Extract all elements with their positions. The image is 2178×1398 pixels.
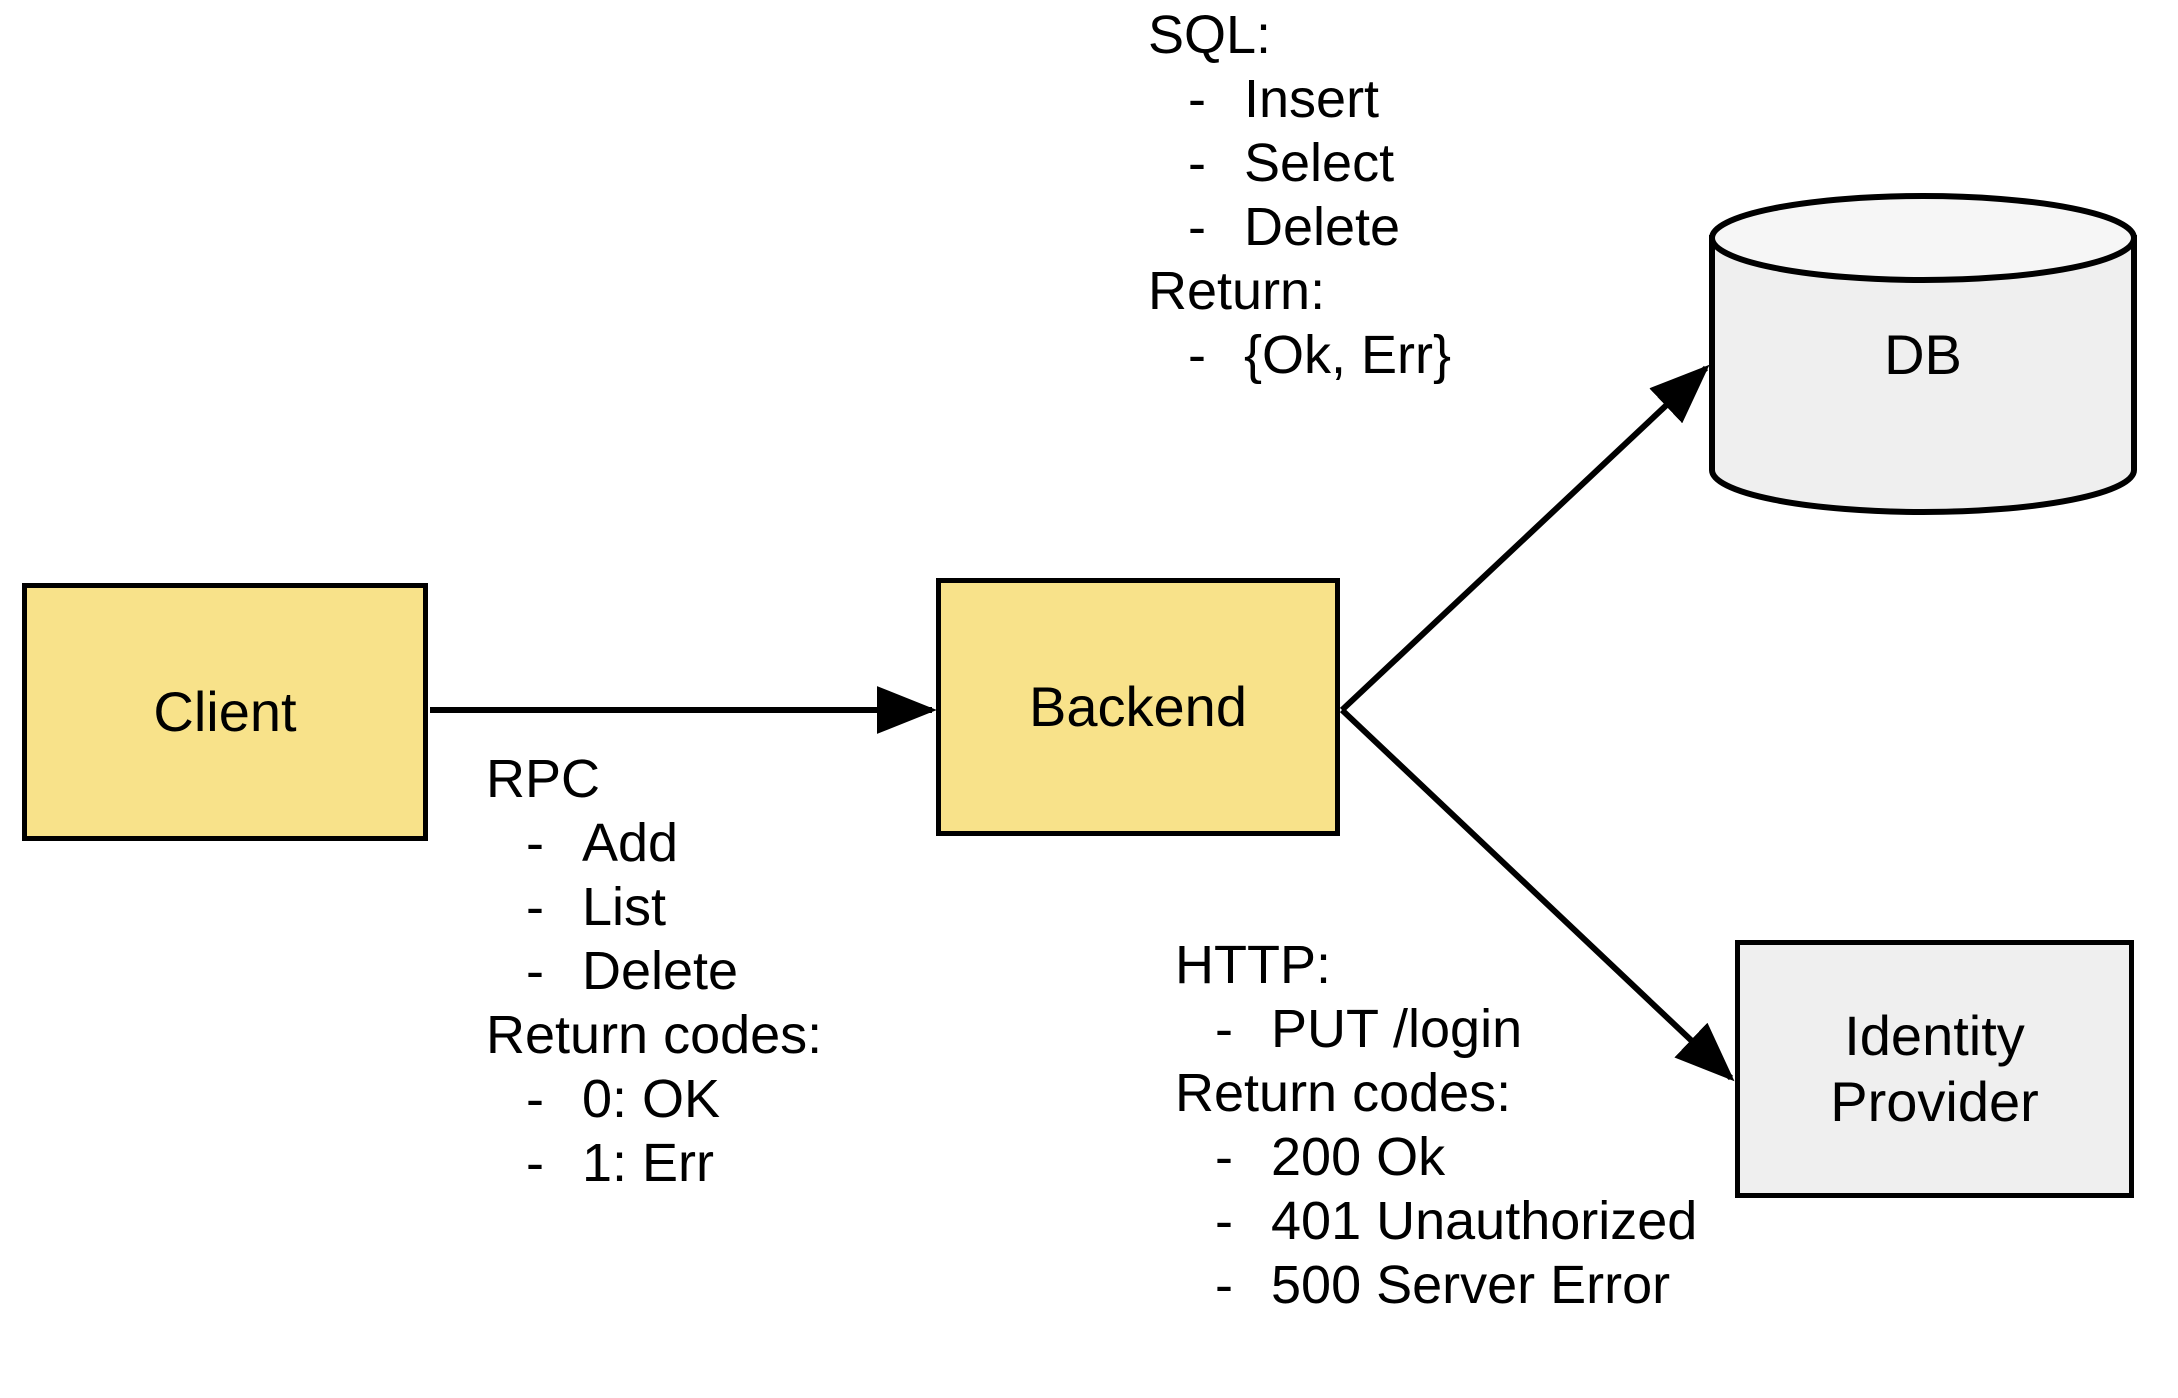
node-db-label: DB xyxy=(1884,322,1962,386)
annotation-rpc-heading: RPC xyxy=(486,749,601,809)
annotation-sql-item: -Insert xyxy=(1148,72,1451,126)
annotation-rpc-item: -Delete xyxy=(486,944,822,998)
annotation-http-return-item: -200 Ok xyxy=(1175,1130,1697,1184)
bullet-dash-icon: - xyxy=(1215,1191,1233,1251)
annotation-http-return-item-label: 500 Server Error xyxy=(1271,1255,1671,1315)
annotation-sql-return-item-label: {Ok, Err} xyxy=(1244,325,1452,385)
node-db[interactable]: DB xyxy=(1708,192,2138,516)
annotation-sql-item-label: Insert xyxy=(1244,69,1380,129)
annotation-sql-item: -Select xyxy=(1148,136,1451,190)
annotation-sql-item-label: Select xyxy=(1244,133,1395,193)
node-client-label: Client xyxy=(153,679,297,743)
annotation-sql-heading: SQL: xyxy=(1148,5,1272,65)
annotation-rpc-return-item-label: 0: OK xyxy=(582,1069,721,1129)
bullet-dash-icon: - xyxy=(1188,325,1206,385)
annotation-rpc-return-item: -0: OK xyxy=(486,1072,822,1126)
bullet-dash-icon: - xyxy=(1215,999,1233,1059)
annotation-http-item: -PUT /login xyxy=(1175,1002,1697,1056)
node-backend[interactable]: Backend xyxy=(936,578,1340,836)
edge-backend-to-db xyxy=(1339,364,1710,713)
annotation-rpc: RPC -Add -List -Delete Return codes: -0:… xyxy=(486,752,822,1200)
annotation-rpc-item-label: Delete xyxy=(582,941,739,1001)
annotation-http-return-item: -401 Unauthorized xyxy=(1175,1194,1697,1248)
bullet-dash-icon: - xyxy=(1215,1127,1233,1187)
annotation-rpc-return-heading: Return codes: xyxy=(486,1005,823,1065)
annotation-rpc-item: -List xyxy=(486,880,822,934)
bullet-dash-icon: - xyxy=(1188,197,1206,257)
bullet-dash-icon: - xyxy=(526,1133,544,1193)
annotation-http-return-item-label: 200 Ok xyxy=(1271,1127,1446,1187)
annotation-http-return-heading: Return codes: xyxy=(1175,1063,1512,1123)
annotation-rpc-return-item: -1: Err xyxy=(486,1136,822,1190)
annotation-http-item-label: PUT /login xyxy=(1271,999,1523,1059)
node-client[interactable]: Client xyxy=(22,583,428,841)
annotation-http-return-item: -500 Server Error xyxy=(1175,1258,1697,1312)
node-backend-label: Backend xyxy=(1029,674,1247,738)
bullet-dash-icon: - xyxy=(1188,69,1206,129)
annotation-http-return-item-label: 401 Unauthorized xyxy=(1271,1191,1698,1251)
bullet-dash-icon: - xyxy=(526,941,544,1001)
bullet-dash-icon: - xyxy=(526,877,544,937)
node-identity-provider[interactable]: Identity Provider xyxy=(1735,940,2134,1198)
node-identity-provider-label: Identity Provider xyxy=(1830,1003,2039,1133)
annotation-sql-item-label: Delete xyxy=(1244,197,1401,257)
annotation-rpc-return-item-label: 1: Err xyxy=(582,1133,715,1193)
annotation-http: HTTP: -PUT /login Return codes: -200 Ok … xyxy=(1175,938,1697,1322)
annotation-rpc-item-label: List xyxy=(582,877,667,937)
annotation-sql-return-heading: Return: xyxy=(1148,261,1326,321)
bullet-dash-icon: - xyxy=(1215,1255,1233,1315)
annotation-sql-return-item: -{Ok, Err} xyxy=(1148,328,1451,382)
annotation-sql: SQL: -Insert -Select -Delete Return: -{O… xyxy=(1148,8,1451,392)
annotation-rpc-item-label: Add xyxy=(582,813,679,873)
bullet-dash-icon: - xyxy=(526,1069,544,1129)
bullet-dash-icon: - xyxy=(1188,133,1206,193)
bullet-dash-icon: - xyxy=(526,813,544,873)
annotation-sql-item: -Delete xyxy=(1148,200,1451,254)
annotation-http-heading: HTTP: xyxy=(1175,935,1331,995)
database-cylinder-icon xyxy=(1709,193,2137,515)
annotation-rpc-item: -Add xyxy=(486,816,822,870)
